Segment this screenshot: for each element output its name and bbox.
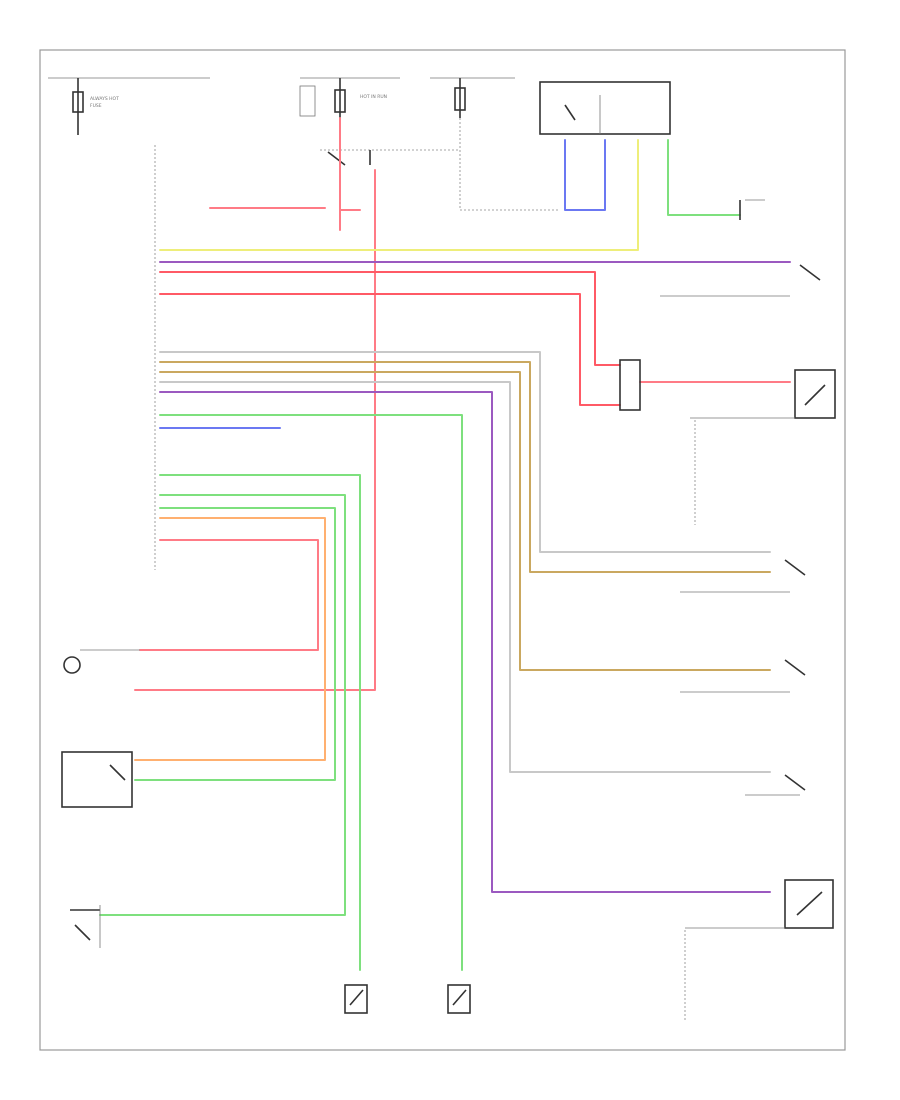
svg-text:HOT IN RUN: HOT IN RUN (360, 94, 387, 100)
right-pressure-switch-lower (684, 879, 834, 1020)
left-switch-box (61, 751, 133, 808)
wire-harness (99, 117, 791, 971)
relay-box-middle (619, 359, 641, 411)
fuse-block-right (430, 77, 515, 118)
fuse-block-center: HOT IN RUN (299, 77, 400, 150)
left-brake-switch (70, 905, 101, 948)
top-relay (320, 118, 560, 211)
bottom-switch-center-2 (447, 984, 471, 1014)
right-switch-lower (745, 774, 806, 796)
svg-text:ALWAYS HOT: ALWAYS HOT (90, 96, 119, 102)
ground-symbol (739, 199, 765, 220)
cruise-control-unit (539, 81, 671, 135)
right-switch-middle-2 (680, 659, 806, 693)
diagram-frame (39, 49, 846, 1051)
indicator-lamp-left (63, 649, 140, 674)
fuse-block-left: ALWAYS HOT FUSE (48, 77, 210, 135)
svg-text:FUSE: FUSE (90, 103, 102, 109)
bottom-switch-center-1 (344, 984, 368, 1014)
right-pressure-switch (690, 369, 836, 525)
right-switch-middle-1 (680, 559, 806, 593)
right-switch-upper (660, 264, 821, 297)
